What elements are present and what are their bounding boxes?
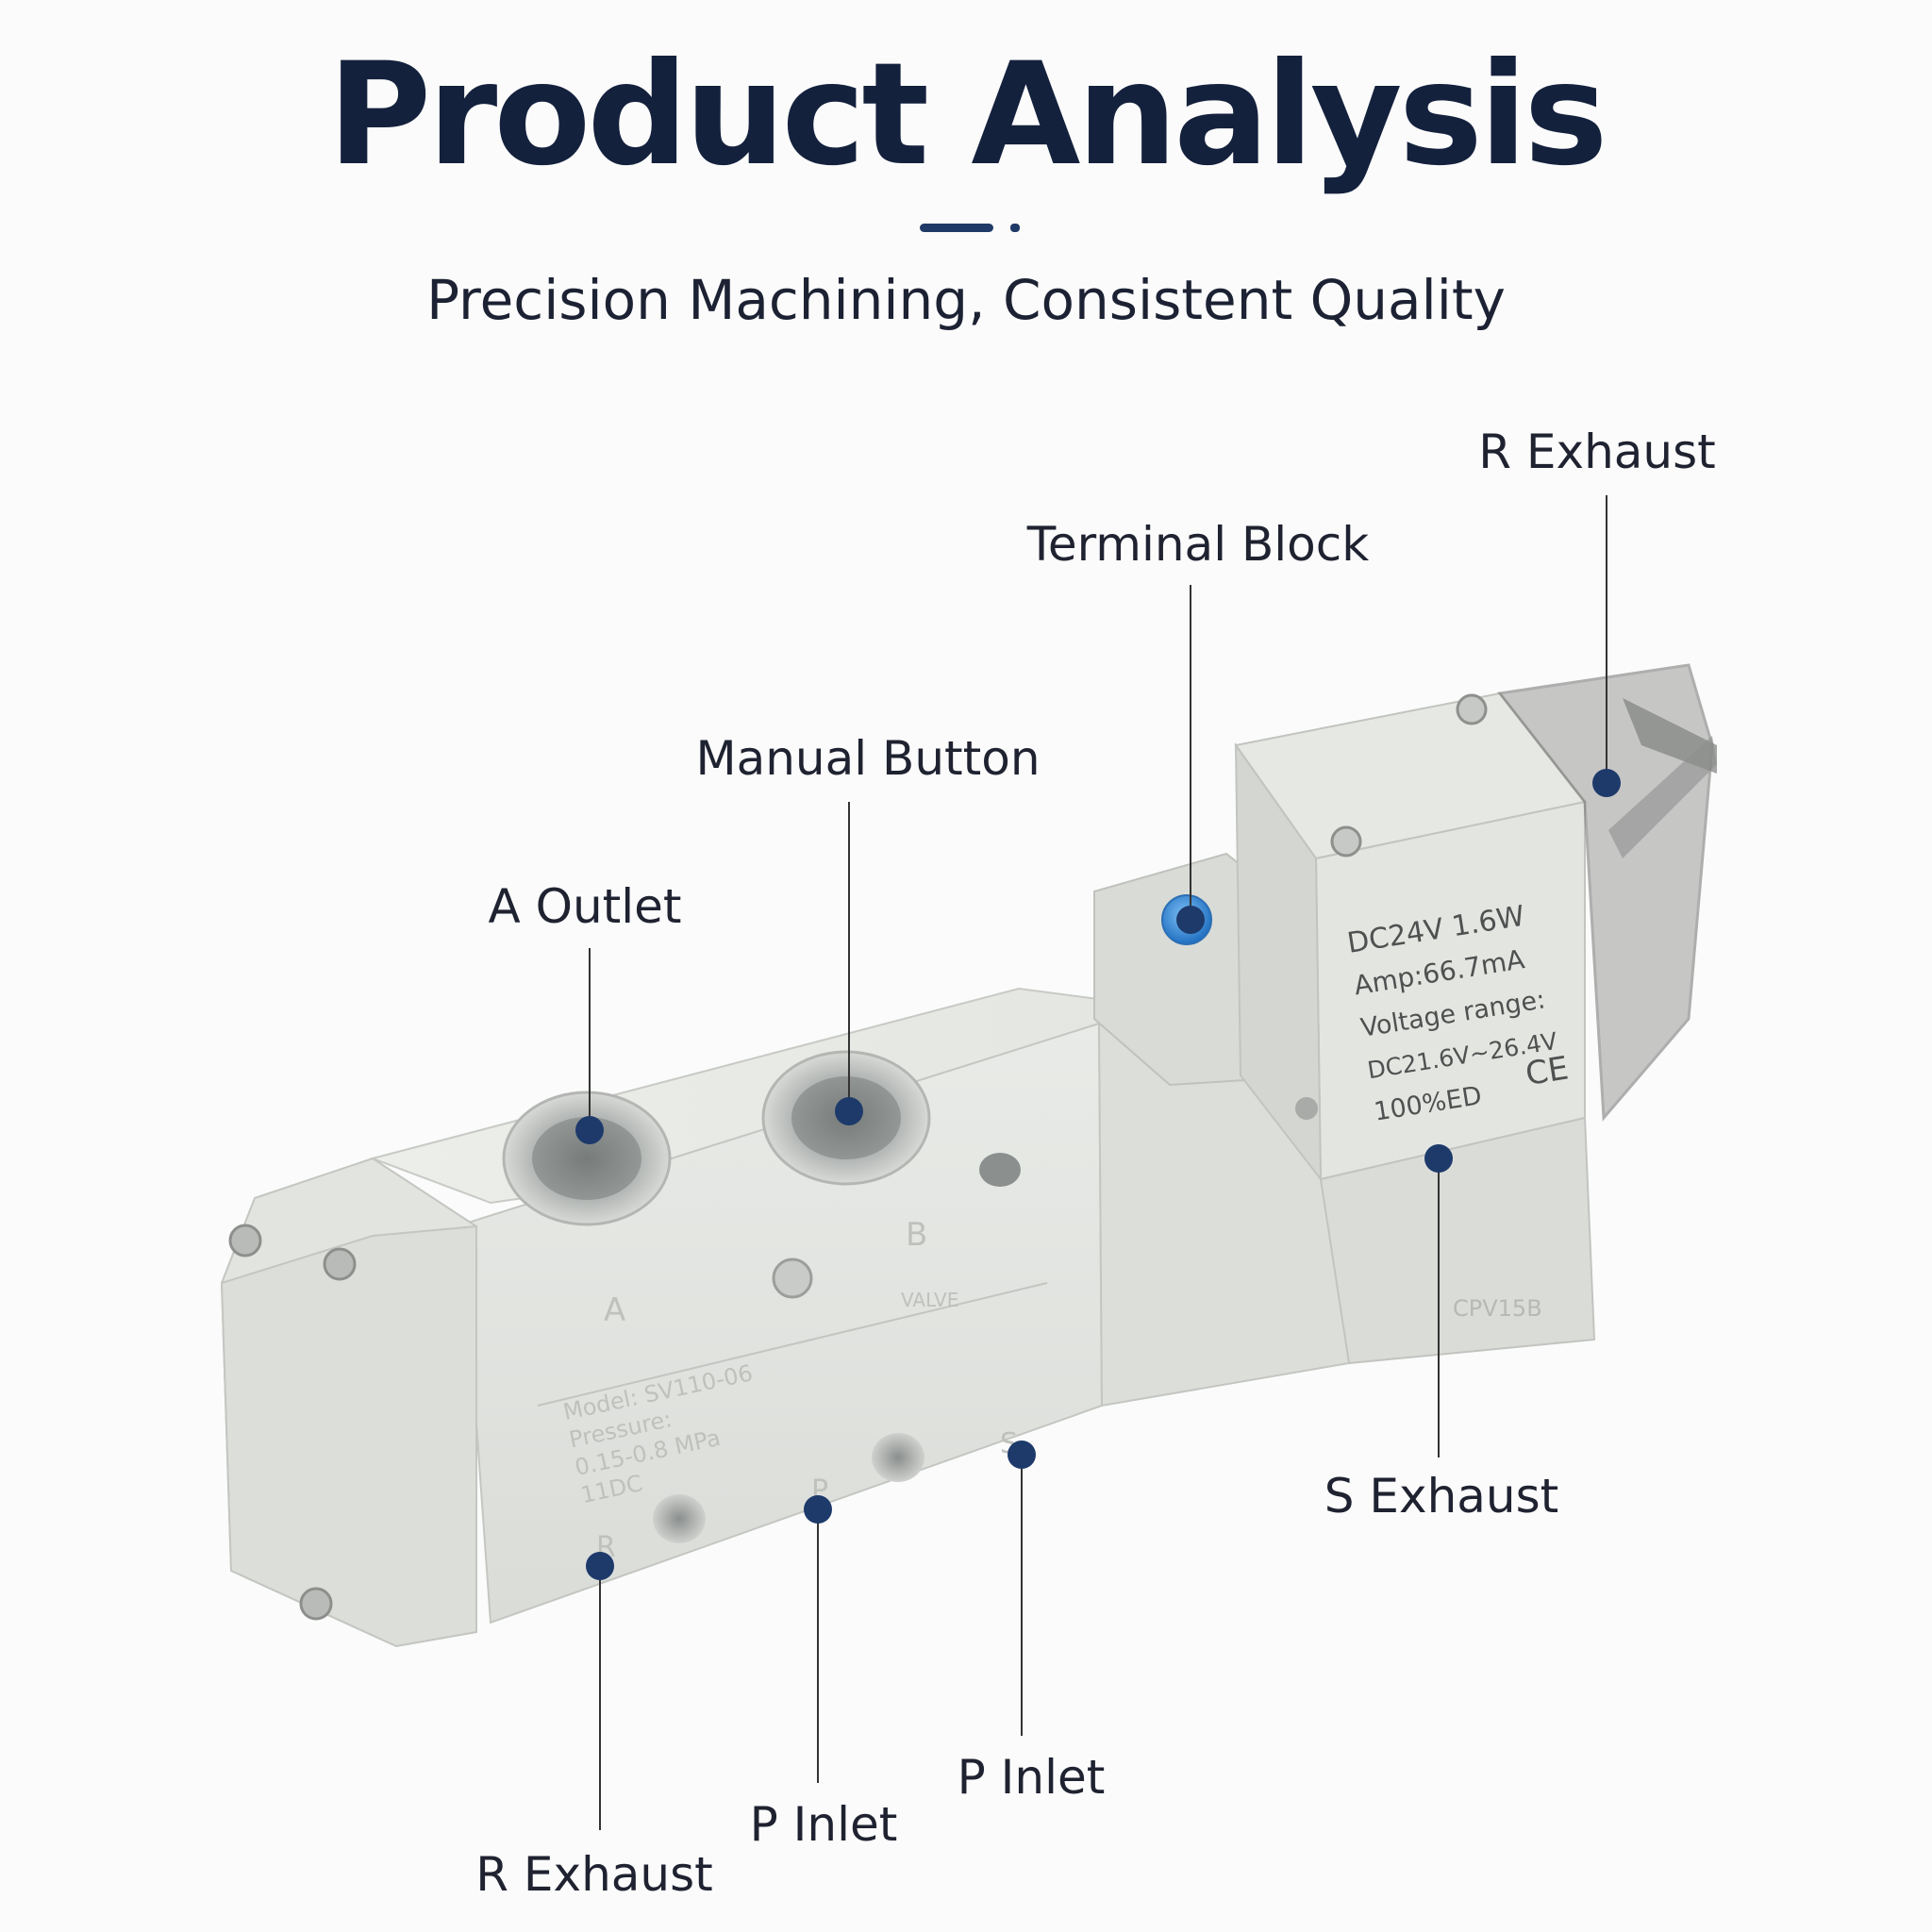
valve-word-marking: VALVE [901, 1289, 958, 1311]
terminal-block-label: Terminal Block [1026, 517, 1370, 572]
p-inlet-right-dot [1008, 1441, 1036, 1469]
r-exhaust-top-dot [1592, 769, 1621, 797]
page-title: Product Analysis [327, 33, 1607, 197]
r-exhaust-top-label: R Exhaust [1478, 425, 1716, 479]
s-exhaust-dot [1424, 1144, 1453, 1173]
terminal-connector [1497, 663, 1717, 1122]
callout-dots [575, 769, 1621, 1580]
manual-button-label: Manual Button [695, 731, 1041, 786]
title-divider-dot [1010, 224, 1020, 232]
valve-body [220, 987, 1350, 1648]
ce-mark: CE [1523, 1049, 1571, 1093]
r-exhaust-bottom-dot [586, 1552, 614, 1580]
s-exhaust-label: S Exhaust [1324, 1469, 1559, 1524]
port-b-marking: B [906, 1216, 927, 1254]
callout-lines [589, 495, 1607, 1830]
manual-button-dot [835, 1097, 863, 1125]
title-divider [920, 224, 993, 232]
p-inlet-left-label: P Inlet [749, 1797, 898, 1852]
a-outlet-dot [575, 1116, 604, 1144]
coil-side-code: CPV15B [1453, 1295, 1542, 1322]
terminal-block-dot [1176, 906, 1205, 934]
coil-housing [1234, 691, 1596, 1365]
r-exhaust-bottom-label: R Exhaust [475, 1847, 713, 1902]
page-subtitle: Precision Machining, Consistent Quality [426, 268, 1506, 332]
port-a-marking: A [604, 1291, 625, 1329]
p-inlet-left-dot [804, 1495, 832, 1524]
p-inlet-right-label: P Inlet [957, 1750, 1106, 1805]
a-outlet-label: A Outlet [488, 879, 682, 934]
